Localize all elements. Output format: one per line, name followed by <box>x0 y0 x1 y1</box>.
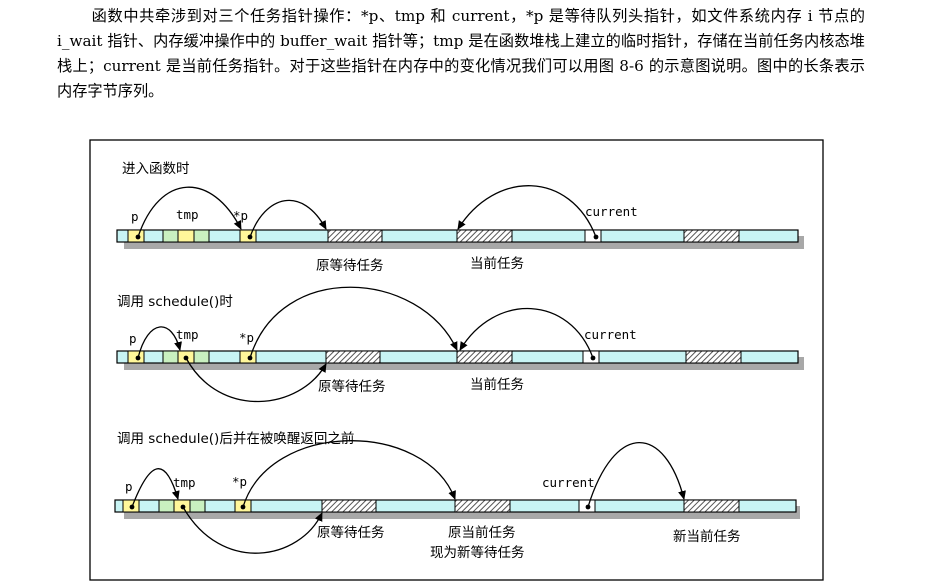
panel-3-arrow-current-to-new-current <box>587 442 686 508</box>
panel-3-caption-orig-wait: 原等待任务 <box>317 524 385 541</box>
panel-2-other-task <box>685 350 742 364</box>
panel-1-tmp-cell-a <box>162 229 179 243</box>
panel-1-tmp-cell-b <box>177 229 195 243</box>
panel-3-caption-new-current: 新当前任务 <box>673 528 741 545</box>
panel-3-heading: 调用 schedule()后并在被唤醒返回之前 <box>117 430 354 447</box>
panel-2-caption-current-task: 当前任务 <box>470 376 524 393</box>
panel-2-caption-orig-wait: 原等待任务 <box>318 378 386 395</box>
panel-2-label-star-p: *p <box>239 330 254 345</box>
panel-1: 进入函数时 p tmp *p current 原等待任务 当前任务 <box>116 161 804 274</box>
panel-1-arrow-p-to-starp <box>137 186 242 238</box>
panel-3: 调用 schedule()后并在被唤醒返回之前 p tmp *p current… <box>114 430 800 561</box>
panel-2-label-p: p <box>129 331 137 346</box>
panel-1-label-tmp: tmp <box>176 207 199 222</box>
figure-frame <box>89 139 824 581</box>
panel-3-label-tmp: tmp <box>173 475 196 490</box>
panel-1-other-task <box>683 229 740 243</box>
panel-3-label-p: p <box>125 479 133 494</box>
panel-1-label-current: current <box>585 204 638 219</box>
body-paragraph: 函数中共牵涉到对三个任务指针操作：*p、tmp 和 current，*p 是等待… <box>57 4 865 104</box>
panel-3-orig-wait-task <box>321 499 377 513</box>
panel-2-tmp-cell-c <box>193 350 210 364</box>
panel-2-orig-wait-task <box>325 350 381 364</box>
panel-2-arrow-p-to-tmp <box>137 326 182 359</box>
panel-1-arrow-current-to-current-task <box>457 185 597 238</box>
panel-3-orig-current-task <box>454 499 511 513</box>
panel-1-current-task <box>456 229 513 243</box>
panel-1-label-p: p <box>131 209 139 224</box>
panel-1-arrow-starp-to-orig-wait <box>249 199 327 238</box>
panel-3-arrow-starp-to-orig-current <box>242 440 456 508</box>
panel-1-current-cell <box>584 229 602 243</box>
panel-2-label-current: current <box>584 327 637 342</box>
panel-2-label-tmp: tmp <box>176 327 199 342</box>
panel-1-heading: 进入函数时 <box>122 161 190 177</box>
panel-1-label-star-p: *p <box>233 208 248 223</box>
panel-1-caption-current-task: 当前任务 <box>470 255 524 272</box>
panel-3-tmp-cell-a <box>158 499 175 513</box>
panel-2-current-task <box>456 350 513 364</box>
panel-2-arrow-tmp-to-orig-wait <box>185 357 327 403</box>
panel-1-caption-orig-wait: 原等待任务 <box>316 257 384 274</box>
panel-3-new-current-task <box>683 499 740 513</box>
paragraph-text: 函数中共牵涉到对三个任务指针操作：*p、tmp 和 current，*p 是等待… <box>57 7 865 100</box>
panel-3-tmp-cell-c <box>189 499 206 513</box>
panel-3-caption-orig-current: 原当前任务 <box>448 524 516 541</box>
panel-1-tmp-cell-c <box>193 229 210 243</box>
panel-3-caption-now-new-wait: 现为新等待任务 <box>430 544 525 561</box>
panel-2-arrow-current-to-current-task <box>459 307 594 359</box>
panel-2: 调用 schedule()时 p tmp *p current 原等待任务 当前… <box>116 286 804 403</box>
panel-1-orig-wait-task <box>327 229 383 243</box>
panel-3-label-star-p: *p <box>232 474 247 489</box>
panel-3-arrow-p-to-tmp <box>131 468 180 508</box>
panel-3-arrow-tmp-to-orig-wait <box>182 506 323 554</box>
panel-2-tmp-cell-a <box>162 350 179 364</box>
panel-2-heading: 调用 schedule()时 <box>117 294 233 310</box>
panel-2-arrow-starp-to-current-task <box>249 286 458 359</box>
panel-3-label-current: current <box>542 475 595 490</box>
